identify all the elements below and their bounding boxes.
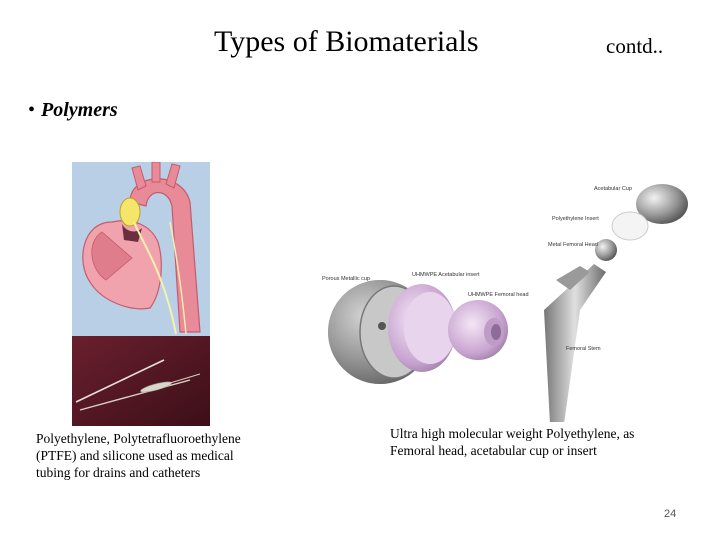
label-porous-metallic-cup: Porous Metallic cup xyxy=(322,276,370,282)
catheter-tubing-photo xyxy=(72,336,210,426)
caption-right: Ultra high molecular weight Polyethylene… xyxy=(390,426,635,458)
label-polyethylene-insert: Polyethylene Insert xyxy=(552,216,599,222)
bullet-item-polymers: •Polymers xyxy=(28,98,118,122)
label-uhmwpe-acetabular-insert: UHMWPE Acetabular insert xyxy=(412,272,480,278)
label-metal-femoral-head: Metal Femoral Head xyxy=(548,242,598,248)
label-femoral-stem: Femoral Stem xyxy=(566,346,601,352)
slide-title: Types of Biomaterials xyxy=(214,25,479,58)
label-uhmwpe-femoral-head: UHMWPE Femoral head xyxy=(468,292,529,298)
label-acetabular-cup: Acetabular Cup xyxy=(594,186,632,192)
contd-label: contd.. xyxy=(606,34,664,58)
bullet-icon: • xyxy=(28,99,36,121)
page-number: 24 xyxy=(664,508,677,520)
caption-left: Polyethylene, Polytetrafluoroethylene (P… xyxy=(36,431,241,480)
bullet-text: Polymers xyxy=(41,99,118,121)
heart-catheter-illustration xyxy=(72,162,210,336)
hip-implant-illustration: Acetabular Cup Polyethylene Insert Metal… xyxy=(322,184,688,422)
